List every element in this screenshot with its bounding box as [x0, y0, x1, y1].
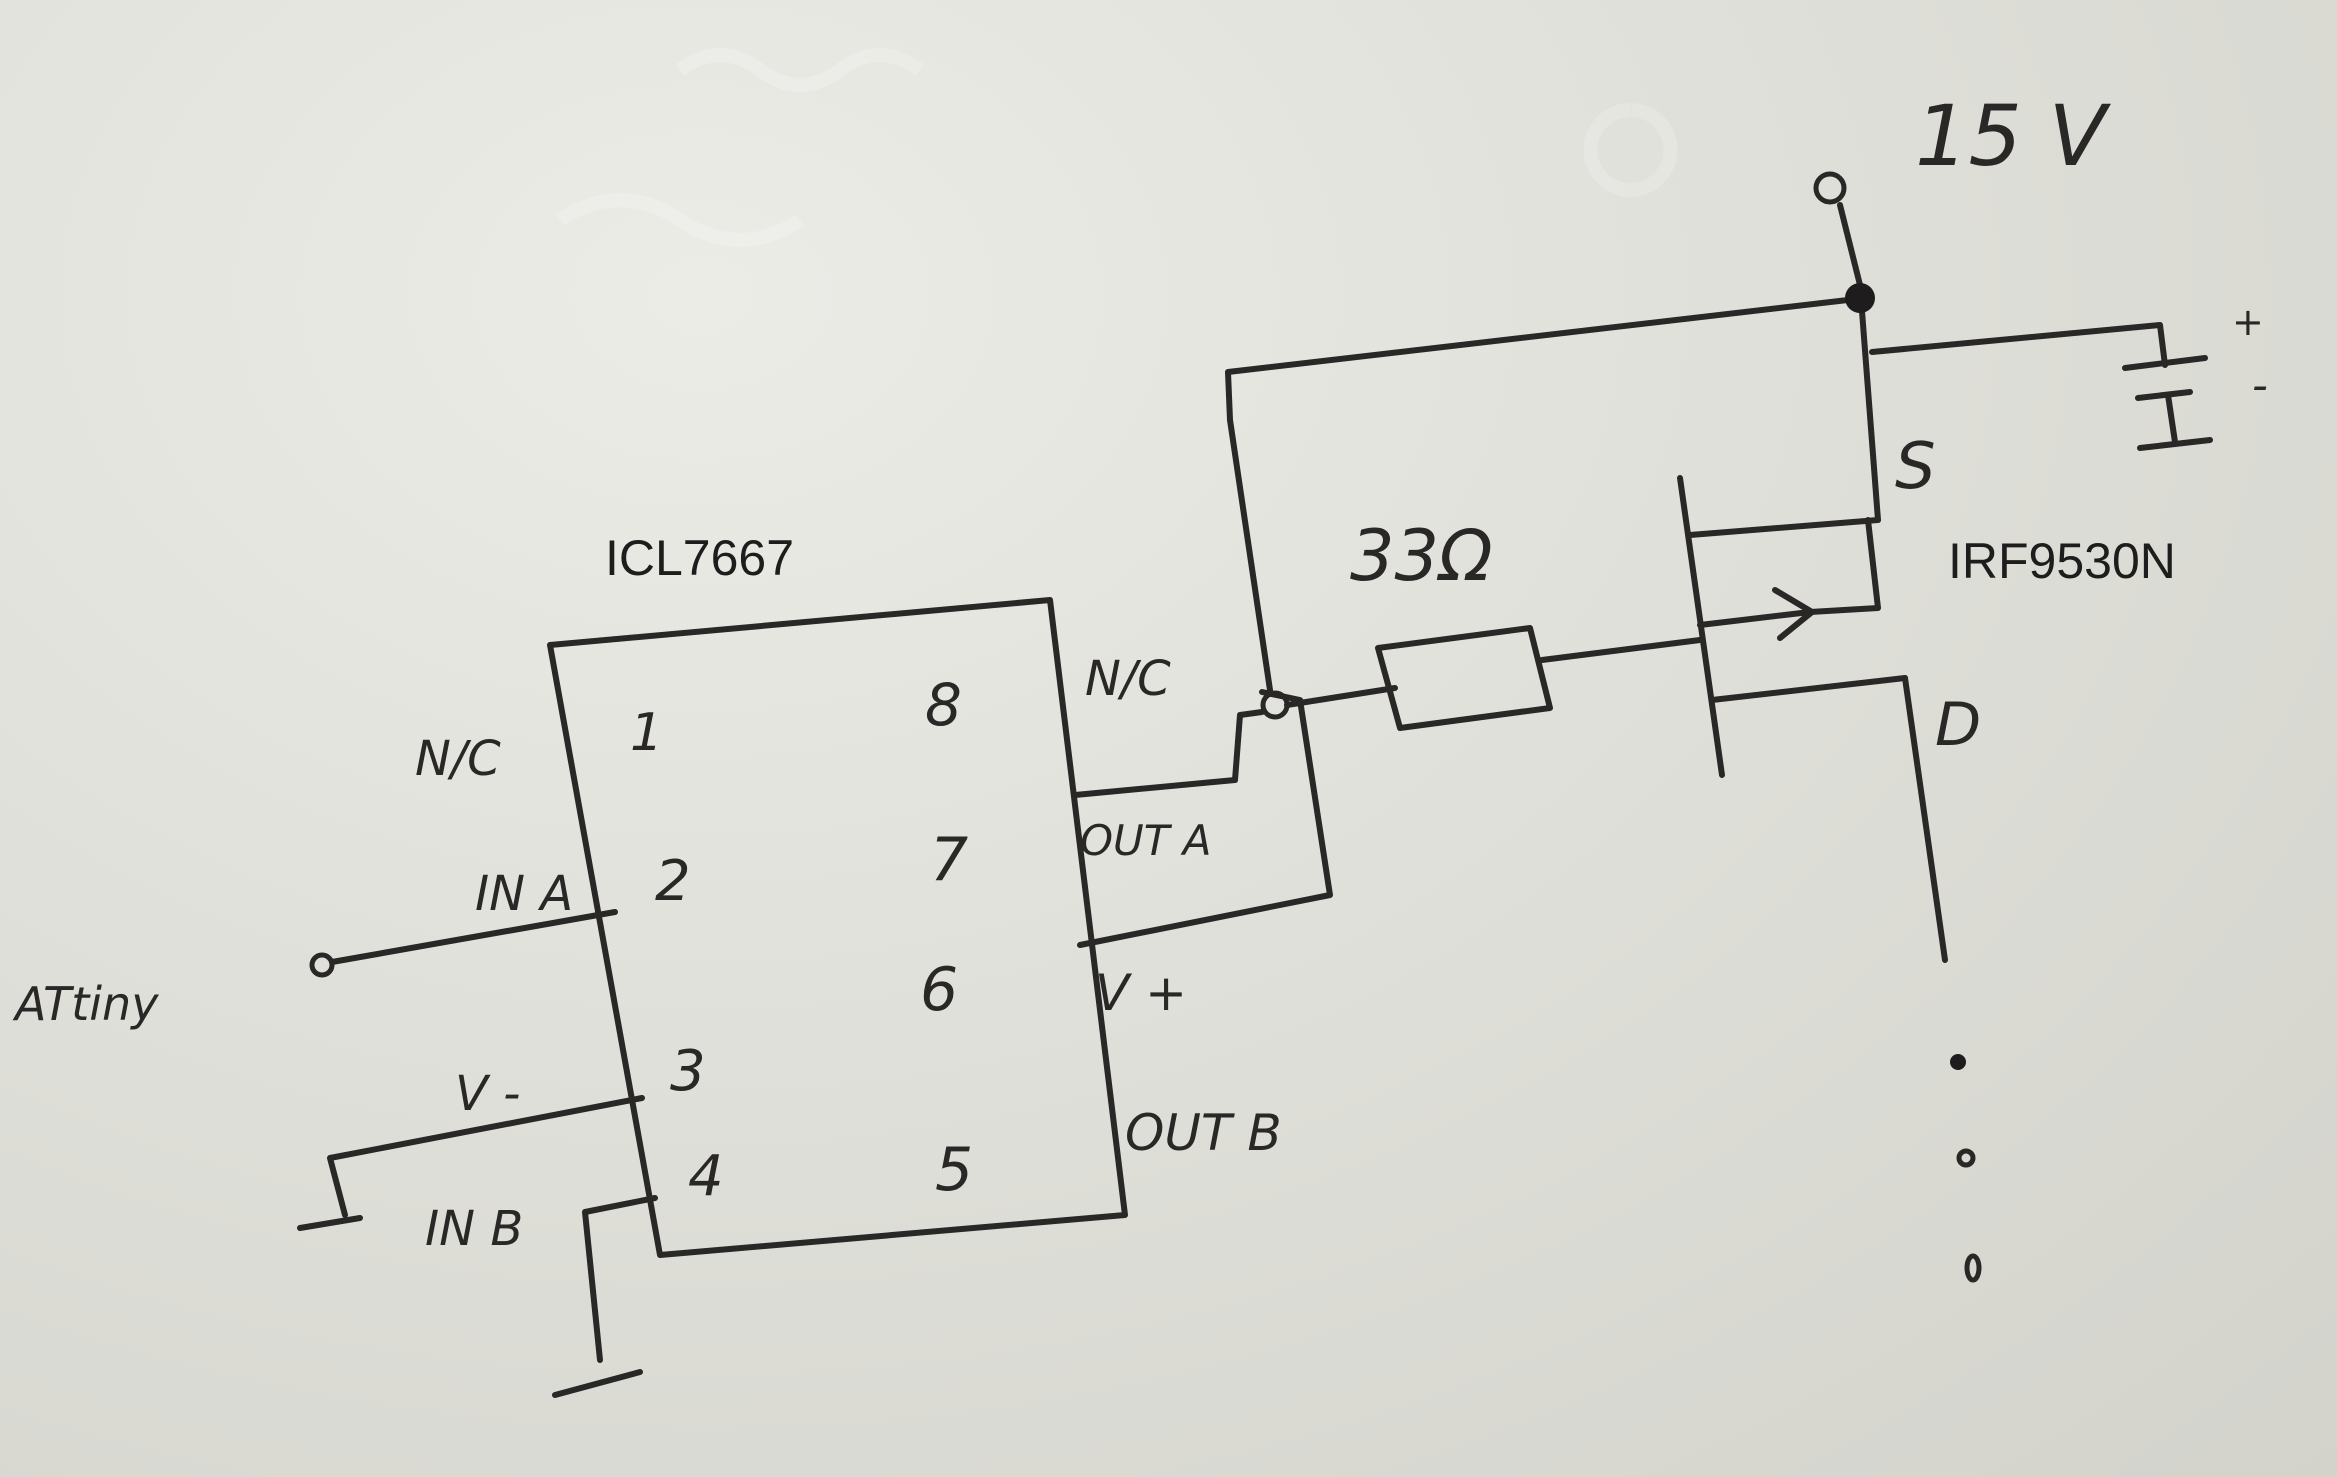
- wire-in-b: [582, 1195, 658, 1363]
- pin-number-2: 2: [655, 849, 691, 914]
- resistor-value-label: 33Ω: [1350, 515, 1493, 597]
- pin-label-out-b: OUT B: [1125, 1104, 1282, 1162]
- source-pin-label: S: [1895, 430, 1936, 504]
- wire-out-a: [1072, 709, 1265, 798]
- attiny-label: ATtiny: [12, 977, 159, 1031]
- wire-v-minus: [327, 1095, 645, 1218]
- chip-name-label: ICL7667: [605, 530, 794, 586]
- battery-plus-label: +: [2232, 300, 2264, 344]
- pin-number-3: 3: [670, 1039, 706, 1104]
- pin-number-7: 7: [930, 825, 968, 895]
- mosfet-drain-lead: [1709, 675, 1908, 703]
- ground-symbol-v-minus: [297, 1215, 363, 1231]
- battery-plate-negative: [2135, 389, 2193, 401]
- pin-label-nc-left: N/C: [415, 731, 501, 787]
- pin-label-in-b: IN B: [425, 1201, 523, 1257]
- wire-supply-loop: [1225, 295, 1868, 693]
- pin-number-6: 6: [920, 955, 958, 1025]
- supply-junction-dot: [1845, 283, 1875, 313]
- paper-emboss: [556, 48, 1678, 247]
- wire-supply-down: [1837, 202, 1881, 523]
- wire-attiny-to-in-a: [329, 909, 618, 965]
- wire-source-body: [1807, 517, 1881, 615]
- pin-label-v-plus: V +: [1095, 964, 1187, 1022]
- wire-resistor-to-gate: [1539, 637, 1703, 663]
- wire-gate-to-resistor: [1284, 685, 1398, 708]
- wire-to-battery: [1869, 322, 2168, 368]
- pin-number-1: 1: [630, 703, 663, 763]
- continuation-dot-2: [1956, 1148, 1976, 1168]
- ground-symbol-in-b: [552, 1369, 643, 1398]
- attiny-terminal: [309, 952, 335, 978]
- battery-lead-down: [2165, 392, 2178, 445]
- battery-plate-positive: [2122, 355, 2208, 371]
- chip-body: [547, 597, 1128, 1258]
- pin-number-4: 4: [688, 1144, 724, 1209]
- pin-label-in-a: IN A: [475, 866, 573, 922]
- pin-number-8: 8: [925, 671, 962, 739]
- mosfet-source-lead: [1687, 517, 1881, 538]
- resistor-body: [1375, 625, 1553, 731]
- supply-terminal: [1813, 171, 1847, 205]
- battery-ground-bar: [2137, 437, 2213, 451]
- continuation-dot-3: [1964, 1253, 1982, 1283]
- battery-minus-label: -: [2252, 360, 2268, 411]
- drain-pin-label: D: [1935, 690, 1981, 760]
- pin-number-5: 5: [935, 1135, 973, 1205]
- wire-drain-down: [1902, 675, 1948, 963]
- continuation-dot-1: [1950, 1054, 1966, 1070]
- mosfet-name-label: IRF9530N: [1948, 533, 2176, 589]
- pin-label-v-minus: V -: [455, 1066, 520, 1122]
- supply-voltage-label: 15 V: [1915, 87, 2112, 185]
- mosfet-body-arrow-line: [1697, 609, 1813, 628]
- pin-label-nc-right: N/C: [1085, 651, 1171, 707]
- pin-label-out-a: OUT A: [1080, 816, 1212, 865]
